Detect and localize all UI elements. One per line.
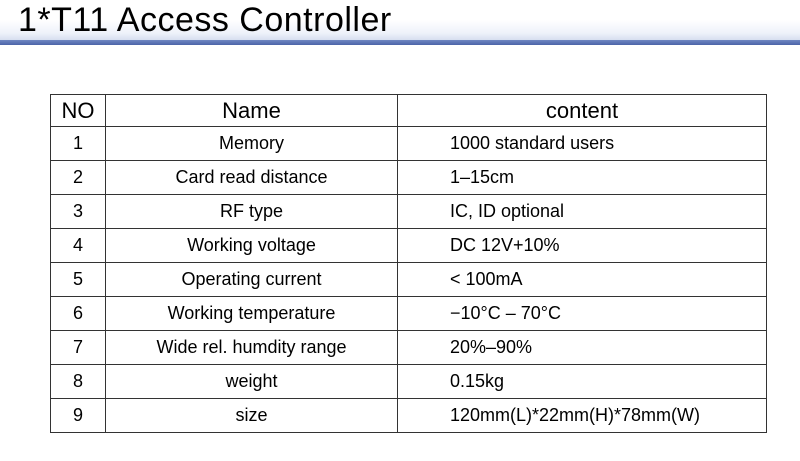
row-name: Operating current [105,262,398,297]
table-row: 2 Card read distance 1–15cm [50,160,767,195]
row-name: Working temperature [105,296,398,331]
table-row: 3 RF type IC, ID optional [50,194,767,229]
table-row: 1 Memory 1000 standard users [50,126,767,161]
row-content: 120mm(L)*22mm(H)*78mm(W) [397,398,767,433]
row-name: weight [105,364,398,399]
header-content: content [397,94,767,127]
row-number: 7 [50,330,106,365]
table-row: 8 weight 0.15kg [50,364,767,399]
row-number: 5 [50,262,106,297]
header-no: NO [50,94,106,127]
row-content: IC, ID optional [397,194,767,229]
row-number: 3 [50,194,106,229]
row-name: Working voltage [105,228,398,263]
page-title: 1*T11 Access Controller [18,1,392,39]
title-underline [0,40,800,45]
table-row: 6 Working temperature −10°C – 70°C [50,296,767,331]
row-content: DC 12V+10% [397,228,767,263]
table-header-row: NO Name content [50,94,767,127]
row-number: 4 [50,228,106,263]
spec-table: NO Name content 1 Memory 1000 standard u… [50,94,767,433]
row-content: 1–15cm [397,160,767,195]
row-number: 6 [50,296,106,331]
table-row: 5 Operating current < 100mA [50,262,767,297]
title-bar: 1*T11 Access Controller [0,0,800,45]
row-name: Memory [105,126,398,161]
row-name: size [105,398,398,433]
table-row: 7 Wide rel. humdity range 20%–90% [50,330,767,365]
row-content: 0.15kg [397,364,767,399]
header-name: Name [105,94,398,127]
row-name: Card read distance [105,160,398,195]
row-number: 9 [50,398,106,433]
row-number: 1 [50,126,106,161]
table-row: 9 size 120mm(L)*22mm(H)*78mm(W) [50,398,767,433]
row-content: 20%–90% [397,330,767,365]
row-content: −10°C – 70°C [397,296,767,331]
row-content: 1000 standard users [397,126,767,161]
row-number: 2 [50,160,106,195]
row-name: Wide rel. humdity range [105,330,398,365]
row-content: < 100mA [397,262,767,297]
table-row: 4 Working voltage DC 12V+10% [50,228,767,263]
row-name: RF type [105,194,398,229]
row-number: 8 [50,364,106,399]
